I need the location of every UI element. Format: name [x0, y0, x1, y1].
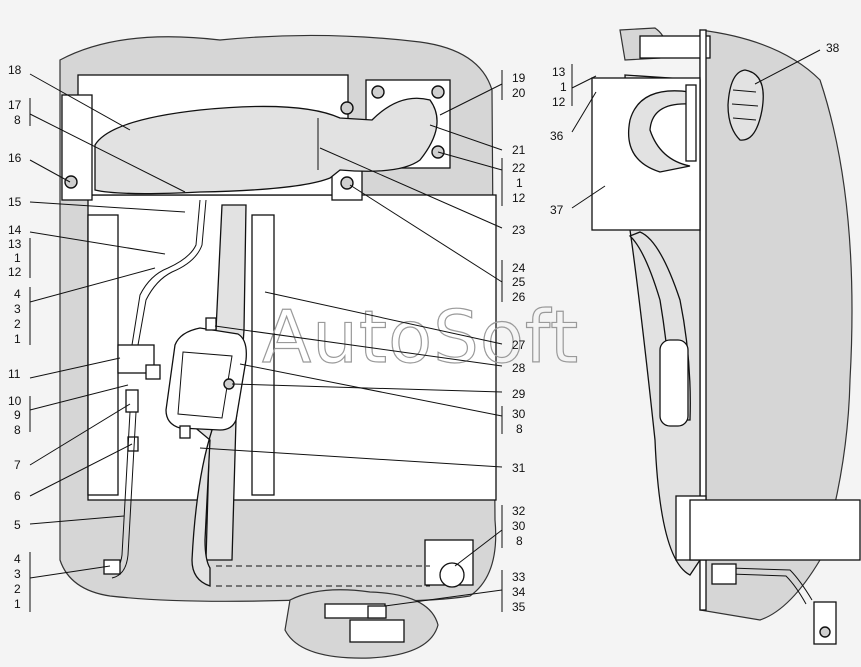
- callout: 3: [14, 302, 21, 316]
- bolt-hole: [64, 175, 78, 189]
- heater-unit: [165, 327, 247, 431]
- callout: 26: [512, 290, 526, 304]
- callout: 19: [512, 71, 526, 85]
- callout: 18: [8, 63, 22, 77]
- callout: 27: [512, 338, 526, 352]
- callout: 33: [512, 570, 526, 584]
- callout: 34: [512, 585, 526, 599]
- callout: 20: [512, 86, 526, 100]
- top-bar: [639, 35, 711, 59]
- callouts-right: 19 20 21 22 1 12 23 24 25 26 27 28 29 30…: [512, 71, 526, 614]
- callout: 2: [14, 582, 21, 596]
- callout: 1: [516, 176, 523, 190]
- callout: 37: [550, 203, 564, 217]
- callout: 28: [512, 361, 526, 375]
- heater-inner: [177, 351, 233, 419]
- side-drain-line-2: [729, 573, 807, 605]
- side-drain-line: [729, 567, 813, 601]
- callout: 16: [8, 151, 22, 165]
- leader-lines: [29, 49, 821, 607]
- duct-clamp: [685, 84, 697, 162]
- callout: 21: [512, 143, 526, 157]
- callout: 25: [512, 275, 526, 289]
- callout: 17: [8, 98, 22, 112]
- callout: 9: [14, 408, 21, 422]
- callout: 7: [14, 458, 21, 472]
- callout: 2: [14, 317, 21, 331]
- drain-tube-2: [111, 411, 137, 579]
- callouts-side: 13 1 12 36 37 38: [550, 41, 840, 217]
- clamp: [179, 425, 191, 439]
- callout: 32: [512, 504, 526, 518]
- callout: 1: [14, 251, 21, 265]
- bolt-hole: [340, 176, 354, 190]
- callout: 1: [14, 597, 21, 611]
- callout: 1: [560, 80, 567, 94]
- callout: 23: [512, 223, 526, 237]
- callout: 29: [512, 387, 526, 401]
- union-fitting: [125, 389, 139, 413]
- callout: 12: [512, 191, 526, 205]
- side-valve-port: [819, 626, 831, 638]
- clamp: [205, 317, 217, 331]
- callout: 38: [826, 41, 840, 55]
- rear-panel: [87, 194, 497, 501]
- side-silhouette: [699, 29, 853, 621]
- callouts-left: 18 17 8 16 15 14 13 1 12 4 3 2 1 11 10 9…: [8, 63, 22, 611]
- tee-body: [349, 619, 405, 643]
- valve-nut: [145, 364, 161, 380]
- outlet-pipe: [439, 562, 465, 588]
- callout: 8: [14, 423, 21, 437]
- callout: 10: [8, 394, 22, 408]
- valve-body: [117, 344, 155, 374]
- callout: 13: [8, 237, 22, 251]
- callout: 12: [8, 265, 22, 279]
- callout: 4: [14, 552, 21, 566]
- callout: 4: [14, 287, 21, 301]
- bolt-hole: [371, 85, 385, 99]
- group-bars: [29, 64, 573, 612]
- side-strip-left: [87, 214, 119, 496]
- fuel-line: [131, 199, 201, 346]
- callout: 12: [552, 95, 566, 109]
- callout: 8: [516, 534, 523, 548]
- callout: 13: [552, 65, 566, 79]
- callout: 1: [14, 332, 21, 346]
- callout: 8: [14, 113, 21, 127]
- side-valve: [813, 601, 837, 645]
- callout: 31: [512, 461, 526, 475]
- callout: 36: [550, 129, 564, 143]
- side-strip: [251, 214, 275, 496]
- callout: 6: [14, 489, 21, 503]
- side-elbow: [711, 563, 737, 585]
- callout: 15: [8, 195, 22, 209]
- callout: 22: [512, 161, 526, 175]
- bolt-hole: [431, 85, 445, 99]
- fitting-nut: [367, 605, 387, 619]
- callout: 5: [14, 518, 21, 532]
- filter-ribs: [731, 89, 759, 121]
- callout: 30: [512, 407, 526, 421]
- callout: 35: [512, 600, 526, 614]
- callout: 24: [512, 261, 526, 275]
- callout: 30: [512, 519, 526, 533]
- fuel-line-2: [137, 199, 207, 346]
- callout: 8: [516, 422, 523, 436]
- side-heater-unit: [659, 339, 689, 427]
- bolt-hole: [340, 101, 354, 115]
- air-duct: [94, 97, 438, 195]
- callout: 11: [8, 367, 21, 381]
- side-duct: [628, 90, 691, 173]
- watermark: AutoSoft: [262, 295, 579, 379]
- callout: 14: [8, 223, 22, 237]
- floor-plate: [689, 499, 861, 561]
- callout: 3: [14, 567, 21, 581]
- union-fitting-2: [127, 436, 139, 452]
- lower-hose: [185, 419, 213, 587]
